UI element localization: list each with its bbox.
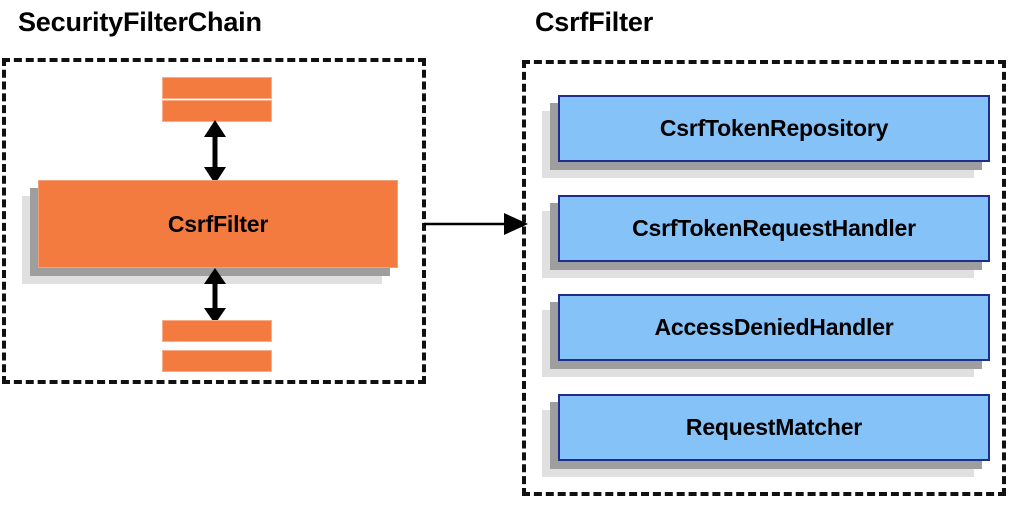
collaborator-node-label: AccessDeniedHandler [654, 314, 894, 340]
node-face: AccessDeniedHandler [558, 294, 990, 361]
collaborator-node-label: RequestMatcher [685, 414, 863, 440]
arrow-left-to-right-icon [424, 213, 528, 235]
collaborator-node-csrf-token-request-handler[interactable]: CsrfTokenRequestHandler [542, 195, 990, 278]
node-face: RequestMatcher [558, 394, 990, 461]
node-face: CsrfTokenRequestHandler [558, 195, 990, 262]
page-title-security-filter-chain: SecurityFilterChain [18, 7, 262, 37]
collaborator-node-request-matcher[interactable]: RequestMatcher [542, 394, 990, 477]
filter-bar-top-1 [162, 77, 272, 99]
collaborator-node-access-denied-handler[interactable]: AccessDeniedHandler [542, 294, 990, 377]
node-face: CsrfTokenRepository [558, 95, 990, 162]
collaborator-node-label: CsrfTokenRepository [659, 115, 889, 141]
arrow-down-double-icon [204, 268, 226, 324]
collaborator-node-label: CsrfTokenRequestHandler [632, 215, 916, 241]
csrf-filter-node[interactable]: CsrfFilter [22, 180, 398, 284]
filter-bar-bottom-2 [162, 350, 272, 372]
security-filter-chain-panel [2, 58, 426, 384]
collaborator-node-csrf-token-repository[interactable]: CsrfTokenRepository [542, 95, 990, 178]
page-title-csrf-filter: CsrfFilter [535, 7, 654, 37]
arrow-up-double-icon [204, 120, 226, 184]
filter-bar-top-2 [162, 100, 272, 122]
filter-bar-bottom-1 [162, 320, 272, 342]
csrf-filter-collaborators-panel [522, 60, 1006, 496]
node-face: CsrfFilter [38, 180, 398, 268]
csrf-filter-node-label: CsrfFilter [167, 210, 269, 237]
